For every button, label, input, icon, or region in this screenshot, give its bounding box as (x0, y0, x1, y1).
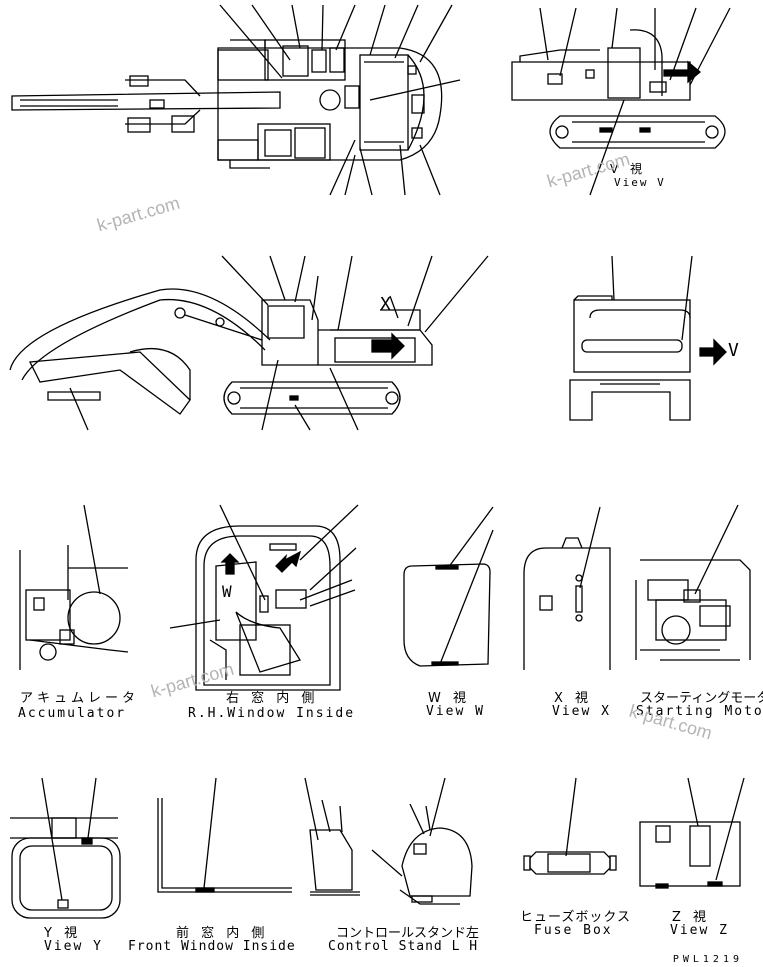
fuse-box-jp: ヒューズボックス (520, 910, 631, 925)
control-stand-jp: コントロールスタンド左 (336, 926, 480, 941)
view-z-detail (639, 777, 745, 889)
rh-window-jp: 右 窓 内 側 (226, 691, 319, 706)
view-x-detail (523, 506, 611, 670)
view-z-jp: Z 視 (672, 910, 711, 925)
front-window-detail (157, 777, 292, 893)
view-y-en: View Y (44, 939, 103, 954)
view-v-side (511, 7, 731, 196)
starting-motor-en: Starting Motor (636, 704, 763, 719)
rear-view (569, 255, 727, 421)
letter-x: X (380, 294, 393, 315)
side-view (9, 255, 489, 431)
view-w-en: View W (426, 704, 485, 719)
front-window-jp: 前 窓 内 側 (176, 926, 269, 941)
fuse-box-detail (523, 777, 617, 875)
front-window-en: Front Window Inside (128, 939, 296, 954)
letter-v: V (728, 340, 741, 361)
fuse-box-en: Fuse Box (534, 923, 613, 938)
view-w-detail (403, 506, 494, 667)
view-v-en: View V (614, 176, 666, 189)
plan-view (11, 4, 461, 196)
rh-window-detail (169, 504, 359, 691)
view-x-jp: X 視 (554, 691, 593, 706)
view-x-en: View X (552, 704, 611, 719)
drawing-code: PWL1219 (672, 954, 743, 965)
rh-window-en: R.H.Window Inside (188, 706, 356, 721)
accumulator-en: Accumulator (18, 706, 127, 721)
view-v-jp: V 視 (610, 162, 647, 176)
view-w-jp: W 視 (428, 691, 470, 706)
letter-w: W (222, 582, 234, 601)
control-stand-en: Control Stand L H (328, 939, 479, 954)
view-y-jp: Y 視 (44, 926, 82, 941)
view-z-en: View Z (670, 923, 729, 938)
starting-motor-jp: スターティングモータ (640, 691, 763, 706)
starting-motor-detail (635, 504, 751, 661)
view-y-detail (10, 777, 121, 919)
control-stand-detail (304, 777, 473, 905)
accumulator-detail (19, 504, 129, 670)
accumulator-jp: アキュムレータ (20, 691, 140, 706)
